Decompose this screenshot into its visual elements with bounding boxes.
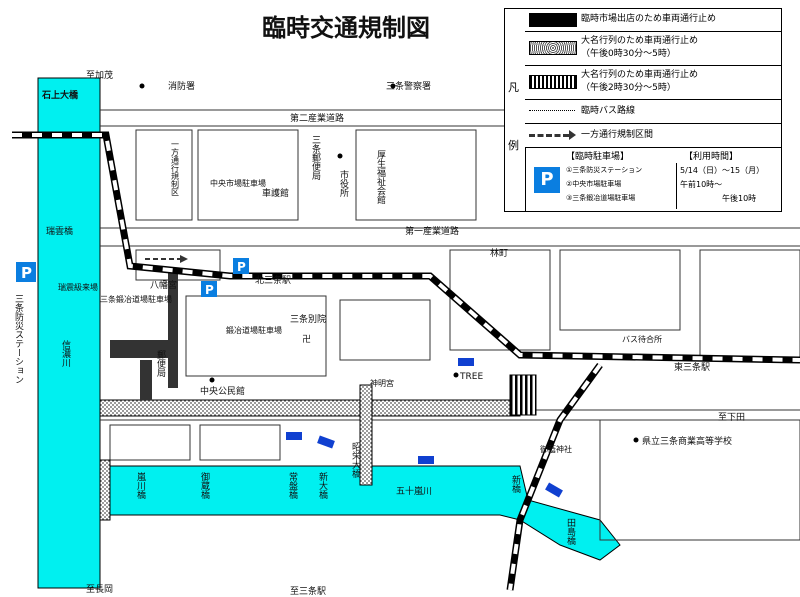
railway-line — [12, 131, 800, 591]
landmark-dots — [139, 83, 639, 443]
svg-text:御蔭神社: 御蔭神社 — [540, 444, 572, 454]
legend-symbol-striped — [529, 75, 577, 89]
svg-text:車護館: 車護館 — [262, 187, 289, 199]
svg-text:バス待合所: バス待合所 — [622, 334, 662, 344]
svg-text:卍: 卍 — [302, 334, 311, 345]
svg-text:P: P — [205, 283, 214, 297]
map-title: 臨時交通規制図 — [262, 14, 430, 42]
svg-text:至長岡: 至長岡 — [86, 584, 113, 595]
svg-text:瑞雲橋: 瑞雲橋 — [46, 225, 73, 237]
svg-text:八幡宮: 八幡宮 — [150, 279, 177, 291]
svg-text:田島橋: 田島橋 — [565, 518, 576, 546]
svg-text:五十嵐川: 五十嵐川 — [396, 485, 432, 497]
legend-text-dotted-1: 大名行列のため車両通行止め — [581, 36, 699, 46]
ikarashi-river — [99, 465, 621, 561]
svg-text:林町: 林町 — [490, 247, 508, 259]
legend-side-label-2: 例 — [508, 139, 519, 152]
shinano-river — [37, 77, 101, 589]
svg-text:P: P — [237, 260, 246, 274]
legend-text-dotted-2: （午後0時30分～5時） — [581, 49, 676, 59]
svg-text:北三条駅: 北三条駅 — [255, 274, 291, 286]
legend-text-bus: 臨時バス路線 — [581, 106, 636, 116]
svg-text:第一産業道路: 第一産業道路 — [405, 225, 459, 237]
svg-text:郵便局: 郵便局 — [155, 349, 166, 378]
map-labels: 至加茂 消防署 三条警察署 第二産業道路 一方通行規制区 三条郵便局 市役所 厚… — [13, 69, 745, 597]
legend-text-striped-2: （午後2時30分～5時） — [581, 83, 676, 93]
legend-symbol-dotted-line — [529, 110, 575, 111]
legend-item-striped: 大名行列のため車両通行止め （午後2時30分～5時） — [525, 65, 781, 100]
svg-text:第二産業道路: 第二産業道路 — [290, 112, 344, 124]
svg-text:TREE: TREE — [459, 372, 483, 382]
procession-route-dotted-2 — [359, 384, 373, 486]
svg-text:三条鍛冶道場駐車場: 三条鍛冶道場駐車場 — [100, 294, 172, 304]
svg-text:厚生福祉会館: 厚生福祉会館 — [375, 150, 386, 205]
svg-text:新大橋: 新大橋 — [317, 471, 328, 500]
svg-text:石上大橋: 石上大橋 — [41, 89, 79, 101]
svg-text:至下田: 至下田 — [718, 412, 745, 423]
svg-text:中央公民館: 中央公民館 — [200, 385, 245, 397]
legend-symbol-dashed-arrow — [529, 134, 569, 137]
svg-text:東三条駅: 東三条駅 — [674, 361, 710, 373]
parking-hours-3: 午後10時 — [722, 194, 757, 203]
bus-arrows — [286, 358, 563, 498]
parking-hours-1: 5/14（日）～15（月） — [680, 166, 765, 175]
parking-hours-2: 午前10時～ — [680, 180, 723, 189]
parking-header-left: 【臨時駐車場】 — [566, 152, 630, 162]
svg-text:新橋: 新橋 — [510, 474, 521, 494]
legend-item-oneway: 一方通行規制区間 — [525, 123, 781, 148]
market-closure-road — [110, 268, 178, 400]
legend-symbol-solid — [529, 13, 577, 27]
legend-parking-section: P 【臨時駐車場】 【利用時間】 ①三条防災ステーション ②中央市場駐車場 ③三… — [525, 147, 782, 211]
parking-markers: P P P — [16, 258, 249, 297]
svg-text:昭栄大橋: 昭栄大橋 — [350, 442, 361, 479]
svg-text:常盤橋: 常盤橋 — [287, 471, 298, 500]
svg-text:瑞震級来場: 瑞震級来場 — [58, 282, 98, 292]
parking-header-right: 【利用時間】 — [684, 152, 739, 162]
parking-icon: P — [534, 167, 560, 193]
legend-item-dotted: 大名行列のため車両通行止め （午後0時30分～5時） — [525, 31, 781, 66]
legend-text-striped-1: 大名行列のため車両通行止め — [581, 70, 699, 80]
svg-text:信濃川: 信濃川 — [60, 339, 71, 367]
parking-lot-1: ①三条防災ステーション — [566, 166, 643, 174]
svg-text:至加茂: 至加茂 — [86, 69, 113, 81]
legend-symbol-dotted — [529, 41, 577, 55]
svg-text:消防署: 消防署 — [168, 80, 195, 92]
legend-text-oneway: 一方通行規制区間 — [581, 130, 654, 140]
svg-text:至三条駅: 至三条駅 — [290, 585, 326, 597]
svg-text:御蔵橋: 御蔵橋 — [199, 471, 210, 500]
svg-text:市役所: 市役所 — [338, 169, 349, 198]
svg-text:嵐川橋: 嵐川橋 — [135, 472, 146, 500]
svg-text:三条防災ステーション: 三条防災ステーション — [13, 294, 24, 384]
parking-lot-3: ③三条鍛冶道場駐車場 — [566, 194, 636, 202]
procession-route-dotted — [99, 399, 521, 417]
procession-route-dotted-3 — [99, 459, 111, 521]
svg-text:P: P — [21, 264, 32, 282]
svg-text:三条警察署: 三条警察署 — [386, 80, 431, 92]
svg-text:三条郵便局: 三条郵便局 — [310, 135, 321, 181]
legend-side-label-1: 凡 — [508, 81, 519, 94]
legend-item-market: 臨時市場出店のため車両通行止め — [525, 9, 781, 32]
svg-text:中央市場駐車場: 中央市場駐車場 — [210, 178, 266, 188]
svg-text:県立三条商業高等学校: 県立三条商業高等学校 — [642, 435, 732, 447]
svg-text:神明宮: 神明宮 — [370, 378, 394, 388]
map-legend: 凡 例 臨時市場出店のため車両通行止め 大名行列のため車両通行止め （午後0時3… — [504, 8, 782, 212]
legend-arrowhead-icon — [569, 130, 576, 140]
one-way-arrowhead — [180, 255, 188, 263]
legend-text-market: 臨時市場出店のため車両通行止め — [581, 14, 717, 24]
parking-lot-2: ②中央市場駐車場 — [566, 180, 622, 188]
legend-item-bus: 臨時バス路線 — [525, 99, 781, 124]
svg-text:三条別院: 三条別院 — [290, 313, 326, 325]
svg-text:鍛冶道場駐車場: 鍛冶道場駐車場 — [226, 325, 282, 335]
procession-route-striped — [509, 374, 537, 416]
svg-text:一方通行規制区: 一方通行規制区 — [171, 140, 180, 196]
